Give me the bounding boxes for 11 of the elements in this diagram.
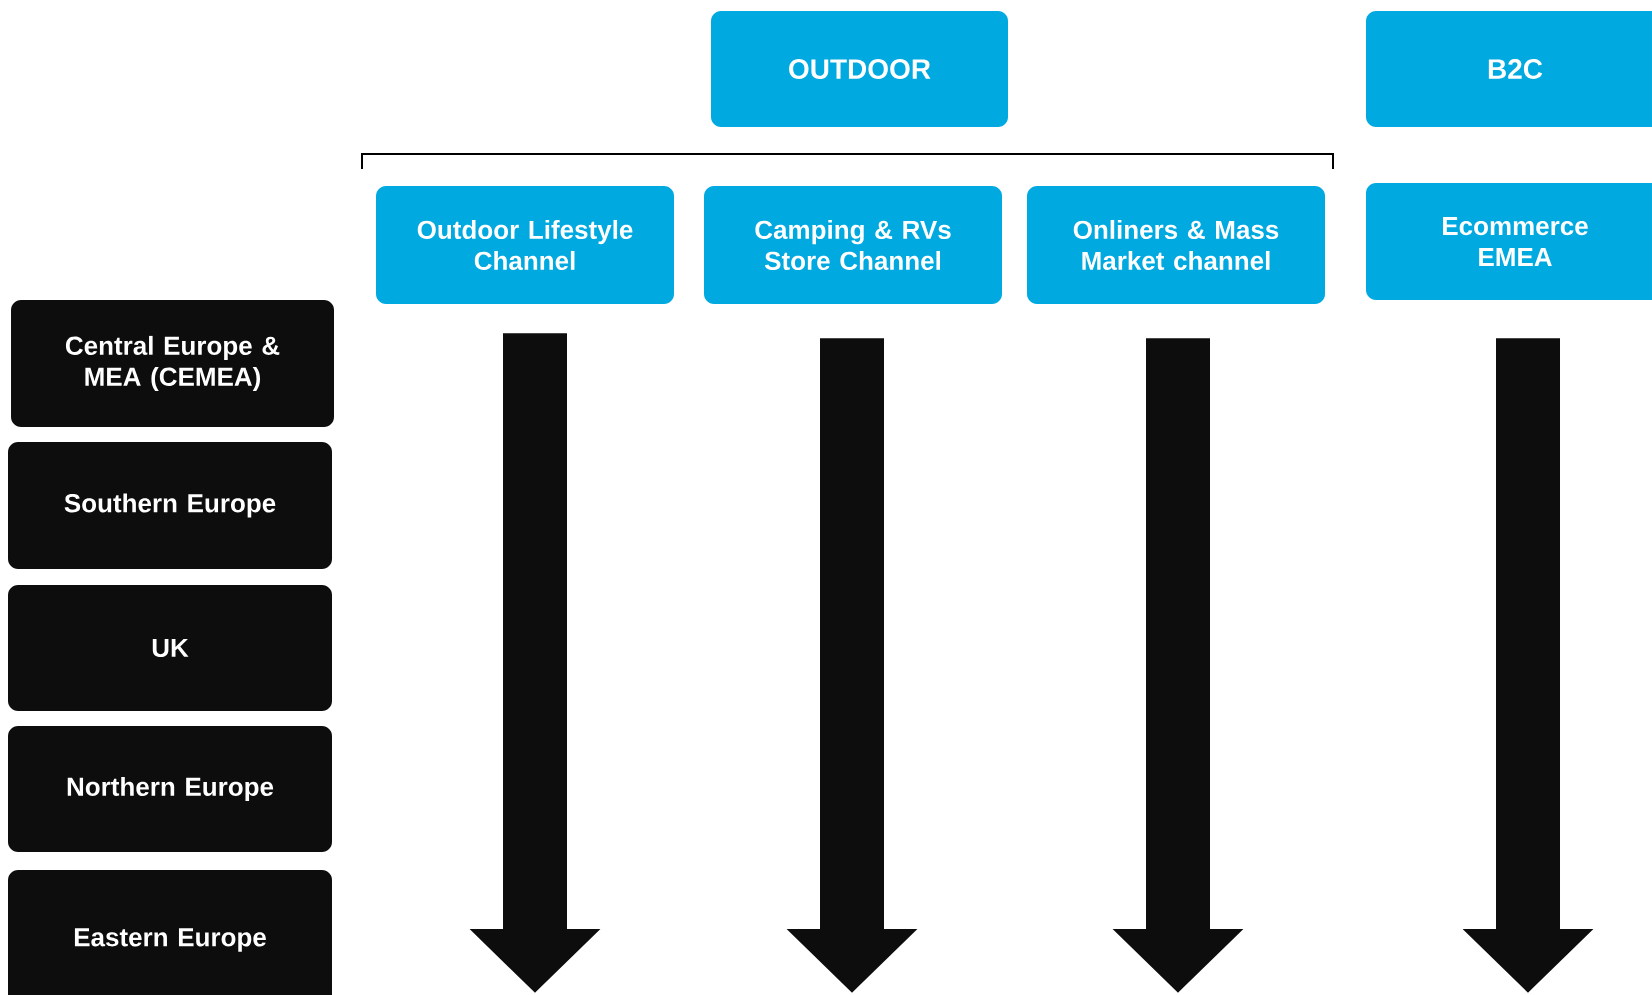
channel-box: Outdoor Lifestyle Channel <box>376 186 674 304</box>
channel-box: Camping & RVs Store Channel <box>704 186 1002 304</box>
region-box: Southern Europe <box>8 442 332 569</box>
channel-box: Onliners & Mass Market channel <box>1027 186 1325 304</box>
region-box: Eastern Europe <box>8 870 332 995</box>
region-box: UK <box>8 585 332 711</box>
region-box: Northern Europe <box>8 726 332 852</box>
group-box: B2C <box>1366 11 1652 127</box>
region-box: Central Europe & MEA (CEMEA) <box>11 300 334 427</box>
group-box: OUTDOOR <box>711 11 1008 127</box>
channel-box: Ecommerce EMEA <box>1366 183 1652 300</box>
